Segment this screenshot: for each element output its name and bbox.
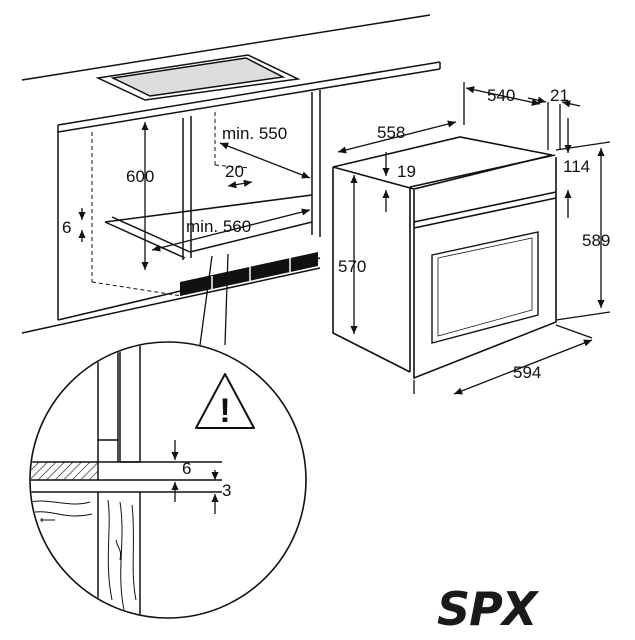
- label-oven-top-depth: 558: [377, 123, 405, 142]
- cabinet-dimension-lines: [78, 122, 311, 270]
- label-oven-control-height: 114: [563, 157, 590, 176]
- oven: [332, 136, 557, 380]
- label-cabinet-gap: 20: [225, 162, 244, 181]
- label-cabinet-height: 600: [126, 167, 154, 186]
- label-oven-total-height: 589: [582, 231, 610, 250]
- detail-circle: 6 3: [29, 341, 307, 619]
- label-cabinet-depth: min. 550: [222, 124, 287, 143]
- label-oven-depth-total: 540: [487, 86, 515, 105]
- oven-dimension-lines: [337, 82, 611, 395]
- ventilation-strip: [180, 252, 318, 296]
- label-oven-body-height: 570: [338, 257, 366, 276]
- label-detail-gap-lower: 3: [222, 481, 231, 500]
- label-detail-gap-upper: 6: [182, 459, 191, 478]
- label-oven-panel-offset: 19: [397, 162, 416, 181]
- label-oven-door: 21: [550, 86, 569, 105]
- hob-cutout: [95, 54, 301, 101]
- warning-symbol: !: [219, 392, 230, 430]
- label-oven-width: 594: [513, 363, 541, 382]
- label-support-height: 6: [62, 218, 71, 237]
- label-cabinet-width: min. 560: [186, 217, 251, 236]
- detail-callout-lines: [199, 253, 229, 346]
- brand-logo: SPX: [437, 582, 540, 636]
- warning-icon: !: [195, 373, 255, 430]
